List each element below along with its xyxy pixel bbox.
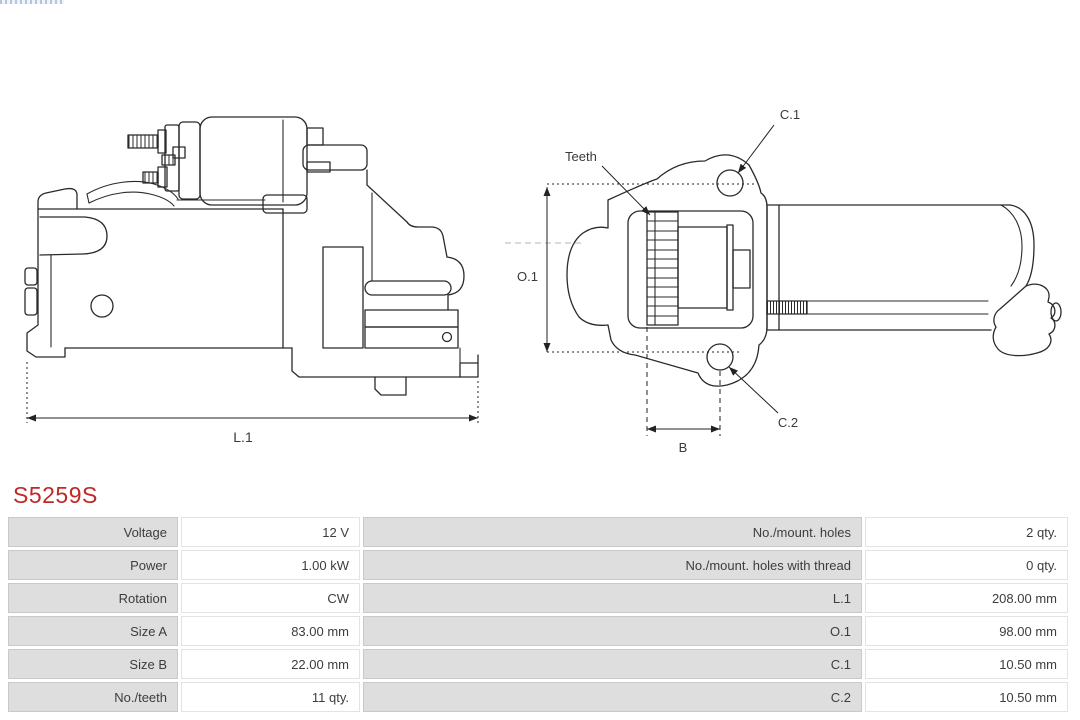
part-number: S5259S bbox=[13, 482, 98, 508]
spec-label: Rotation bbox=[8, 583, 178, 613]
spec-label: No./mount. holes with thread bbox=[363, 550, 862, 580]
motor-housing bbox=[766, 204, 1062, 357]
mounting-flange bbox=[566, 154, 768, 387]
shaft-end bbox=[1050, 302, 1062, 322]
c2-label: C.2 bbox=[778, 415, 798, 430]
clutch-drum bbox=[677, 226, 728, 309]
callout-c1: C.1 bbox=[737, 107, 800, 174]
dimension-label-l1: L.1 bbox=[233, 429, 253, 445]
field-cable bbox=[86, 180, 266, 207]
spec-value: 10.50 mm bbox=[865, 649, 1068, 679]
rear-bracket bbox=[992, 283, 1056, 357]
dimension-label-o1: O.1 bbox=[517, 269, 538, 284]
spec-value: 22.00 mm bbox=[181, 649, 360, 679]
motor-body-side bbox=[24, 187, 293, 358]
spec-label: C.1 bbox=[363, 649, 862, 679]
bearing-nose bbox=[446, 256, 465, 311]
solenoid bbox=[127, 116, 308, 214]
mounting-hole-c2 bbox=[706, 343, 734, 371]
terminal-stud bbox=[142, 171, 159, 184]
callout-teeth: Teeth bbox=[565, 149, 651, 216]
spec-table: Voltage 12 V No./mount. holes 2 qty. Pow… bbox=[8, 517, 1068, 712]
spec-label: No./teeth bbox=[8, 682, 178, 712]
side-view-drawing: L.1 bbox=[24, 116, 479, 445]
mounting-hole-c1 bbox=[716, 169, 744, 197]
teeth-label: Teeth bbox=[565, 149, 597, 164]
mounting-foot bbox=[291, 347, 479, 378]
spec-value: 0 qty. bbox=[865, 550, 1068, 580]
spec-label: Power bbox=[8, 550, 178, 580]
logo-strip-icon bbox=[0, 0, 64, 4]
terminal-stud bbox=[161, 154, 176, 166]
spec-value: 2 qty. bbox=[865, 517, 1068, 547]
spec-value: 1.00 kW bbox=[181, 550, 360, 580]
c1-label: C.1 bbox=[780, 107, 800, 122]
spec-value: 98.00 mm bbox=[865, 616, 1068, 646]
spec-label: L.1 bbox=[363, 583, 862, 613]
dimension-label-b: B bbox=[679, 440, 688, 455]
spec-label: O.1 bbox=[363, 616, 862, 646]
spec-label: C.2 bbox=[363, 682, 862, 712]
spec-label: Size B bbox=[8, 649, 178, 679]
drive-end-housing bbox=[291, 127, 479, 396]
dimension-o1: O.1 bbox=[517, 183, 757, 353]
terminal-stud bbox=[127, 134, 159, 149]
terminal-block bbox=[262, 194, 308, 214]
dimension-b: B bbox=[646, 327, 721, 455]
spec-value: CW bbox=[181, 583, 360, 613]
spec-value: 11 qty. bbox=[181, 682, 360, 712]
through-bolt bbox=[766, 300, 808, 315]
spec-value: 208.00 mm bbox=[865, 583, 1068, 613]
callout-c2: C.2 bbox=[728, 366, 798, 430]
spec-value: 83.00 mm bbox=[181, 616, 360, 646]
drive-end-view-drawing: O.1 B Teeth C.1 C.2 bbox=[505, 107, 1062, 455]
spec-label: Voltage bbox=[8, 517, 178, 547]
spec-value: 10.50 mm bbox=[865, 682, 1068, 712]
spec-label: No./mount. holes bbox=[363, 517, 862, 547]
pinion-gear bbox=[646, 211, 751, 326]
dimension-l1: L.1 bbox=[26, 362, 479, 445]
spec-value: 12 V bbox=[181, 517, 360, 547]
drain-hole bbox=[90, 294, 114, 318]
spec-label: Size A bbox=[8, 616, 178, 646]
